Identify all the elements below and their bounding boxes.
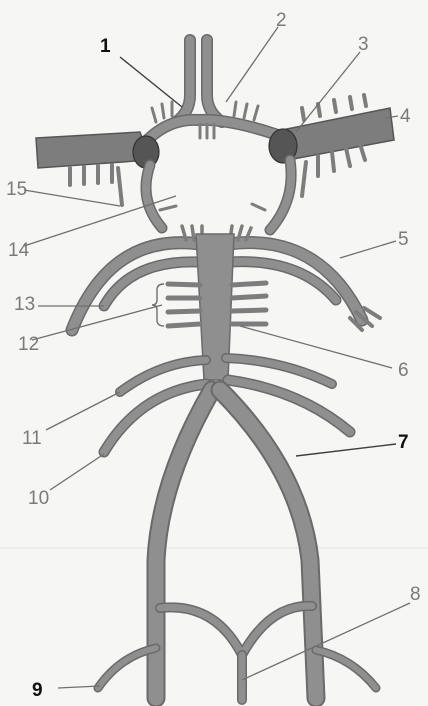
leader-1 <box>120 57 182 107</box>
label-15: 15 <box>6 179 27 200</box>
label-11: 11 <box>22 428 42 449</box>
leader-7 <box>296 444 396 456</box>
leader-12 <box>32 305 162 340</box>
label-1: 1 <box>100 36 111 57</box>
small-thalamic-branches <box>160 204 265 210</box>
posterior-communicating-arteries <box>146 160 291 230</box>
label-6: 6 <box>398 360 409 381</box>
leader-11 <box>46 392 120 430</box>
label-7: 7 <box>398 432 409 453</box>
leader-10 <box>50 454 104 490</box>
label-13: 13 <box>14 294 35 315</box>
label-4: 4 <box>400 106 411 127</box>
label-8: 8 <box>410 584 421 605</box>
anterior-cerebral-arteries <box>176 40 222 122</box>
anterior-spinal-artery <box>160 606 312 700</box>
leader-8 <box>242 603 410 680</box>
label-14: 14 <box>8 240 30 261</box>
leader-2 <box>226 27 278 102</box>
label-3: 3 <box>358 34 369 55</box>
label-10: 10 <box>28 488 49 509</box>
label-2: 2 <box>276 10 287 31</box>
label-12: 12 <box>18 334 39 355</box>
label-9: 9 <box>32 680 43 701</box>
leader-5 <box>340 241 396 258</box>
label-5: 5 <box>398 229 409 250</box>
leader-15 <box>24 190 120 206</box>
pontine-bracket <box>152 284 164 326</box>
